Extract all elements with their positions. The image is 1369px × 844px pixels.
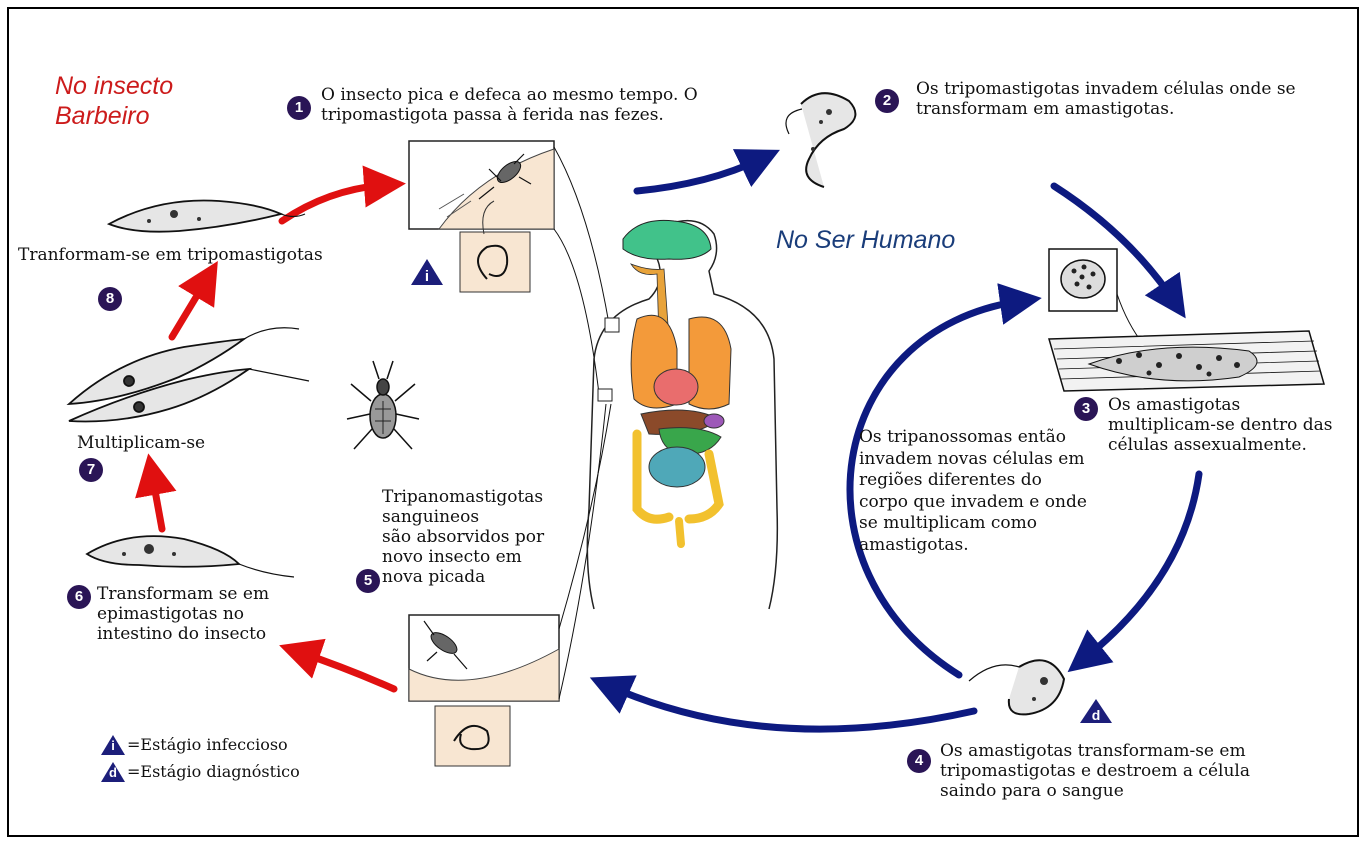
step-badge-7: 7	[79, 458, 103, 482]
parasite-stage-8	[109, 200, 305, 231]
legend-diagnostic-icon: d	[101, 762, 125, 782]
arrow-1-to-2	[637, 159, 761, 191]
step-badge-1: 1	[287, 96, 311, 120]
step-text-1: O insecto pica e defeca ao mesmo tempo. …	[321, 85, 698, 125]
step-badge-6: 6	[67, 585, 91, 609]
arrow-8-to-1	[282, 185, 385, 221]
step-badge-2: 2	[875, 89, 899, 113]
step-badge-4: 4	[907, 749, 931, 773]
legend: i =Estágio infeccioso d =Estágio diagnós…	[101, 733, 341, 789]
bite-scene-bottom	[409, 615, 559, 766]
parasite-stage-7	[69, 328, 309, 422]
diagnostic-marker: d	[1080, 699, 1112, 723]
step-text-7: Multiplicam-se	[77, 433, 205, 453]
arrow-6-to-7	[152, 474, 162, 529]
legend-infective-label: =Estágio infeccioso	[127, 735, 288, 755]
region-label-insect: No insecto Barbeiro	[55, 71, 173, 131]
step-text-3: Os amastigotas multiplicam-se dentro das…	[1108, 395, 1332, 455]
region-label-human: No Ser Humano	[776, 225, 955, 255]
legend-infective-icon: i	[101, 735, 125, 755]
dissemination-text: Os tripanossomas então invadem novas cél…	[859, 427, 1087, 556]
human-body	[587, 220, 777, 609]
triatomine-bug	[347, 361, 419, 449]
infective-marker: i	[411, 259, 443, 285]
parasite-stage-6	[87, 536, 294, 577]
step-text-5: Tripanomastigotas sanguineos são absorvi…	[382, 487, 544, 587]
step-badge-3: 3	[1074, 397, 1098, 421]
svg-text:d: d	[1092, 707, 1101, 723]
muscle-tissue	[1049, 249, 1324, 391]
step-text-4: Os amastigotas transformam-se em tripoma…	[940, 741, 1250, 801]
arrow-3-to-4	[1084, 474, 1199, 659]
arrow-5-to-6	[299, 652, 394, 689]
life-cycle-frame: i d No insecto Barbeiro No Ser Humano 1 …	[7, 7, 1359, 837]
legend-diagnostic-label: =Estágio diagnóstico	[127, 762, 300, 782]
step-text-6: Transformam se em epimastigotas no intes…	[97, 584, 269, 644]
step-badge-8: 8	[98, 287, 122, 311]
arrow-4-to-5	[609, 686, 974, 729]
step-badge-5: 5	[356, 569, 380, 593]
step-text-2: Os tripomastigotas invadem células onde …	[916, 79, 1296, 119]
step-text-8: Tranformam-se em tripomastigotas	[18, 245, 323, 265]
arrow-7-to-8	[172, 279, 207, 337]
svg-text:i: i	[425, 268, 429, 285]
parasite-stage-4	[969, 660, 1064, 714]
parasite-stage-2	[786, 93, 855, 187]
